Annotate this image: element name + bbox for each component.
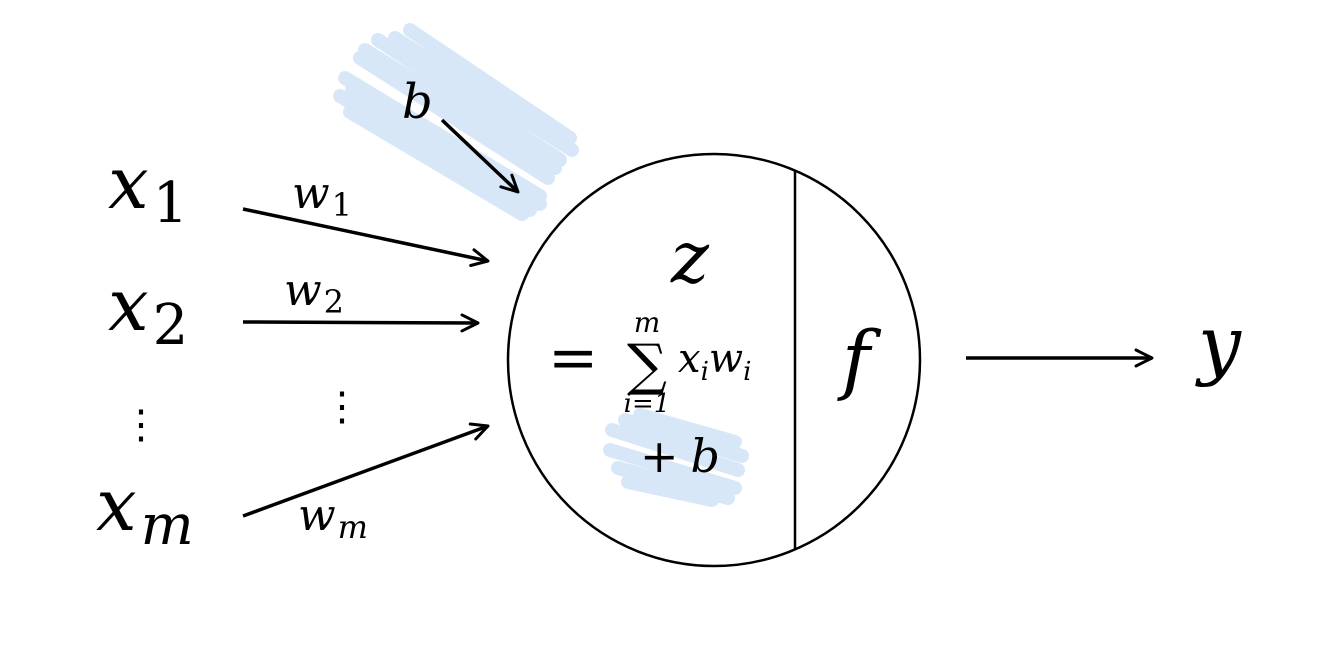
arrow-bias — [440, 118, 520, 194]
bias-highlight — [333, 23, 579, 221]
neuron-sum-lower: i=1 — [624, 389, 671, 419]
weight-ellipsis: ⋮ — [322, 384, 362, 430]
weight-w2-label: w2 — [284, 265, 344, 321]
input-x2-label: x2 — [108, 263, 188, 358]
arrow-xm — [242, 422, 490, 518]
neuron-plus-b: +b — [640, 429, 720, 483]
neuron-activation-f: f — [837, 314, 882, 403]
output-y: y — [1195, 299, 1242, 388]
neuron-z: z — [670, 215, 710, 299]
input-xm-label: xm — [96, 463, 194, 558]
input-x1-label: x1 — [108, 141, 188, 236]
input-ellipsis: ⋮ — [121, 402, 161, 448]
neuron-sum-symbol: ∑ — [627, 333, 667, 398]
bias-label: b — [402, 74, 433, 130]
weight-w1-label: w1 — [292, 168, 352, 224]
plus-b-highlight — [603, 408, 749, 507]
neuron-sum-term: xiwi — [678, 336, 751, 387]
neuron-sum-upper: m — [634, 306, 661, 339]
weight-wm-label: wm — [298, 490, 368, 546]
arrow-x1 — [242, 207, 490, 268]
arrow-x2 — [242, 313, 480, 333]
neuron-circle — [506, 152, 922, 568]
neuron-equals: = — [548, 323, 598, 393]
